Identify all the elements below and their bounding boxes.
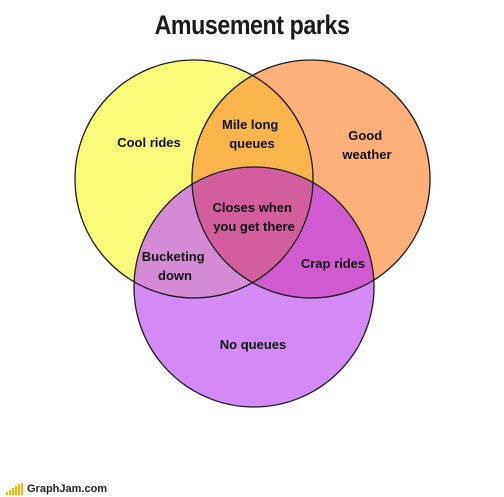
outline-good-weather — [191, 59, 431, 299]
label-no-queues: No queues — [220, 337, 286, 352]
footer-watermark: GraphJam.com — [6, 481, 107, 495]
outline-no-queues — [133, 166, 375, 408]
label-good-weather: Good weather — [341, 128, 391, 162]
label-crap-rides: Crap rides — [301, 256, 365, 271]
circle-outlines — [74, 59, 431, 408]
label-mile-long-queues: Mile long queues — [222, 117, 282, 151]
label-closes-when-you-get-there: Closes when you get there — [212, 200, 295, 234]
graphjam-bars-icon — [6, 483, 23, 495]
outline-cool-rides — [74, 59, 314, 299]
footer-site-name: GraphJam.com — [27, 483, 108, 495]
label-cool-rides: Cool rides — [117, 135, 181, 150]
label-bucketing-down: Bucketing down — [142, 249, 208, 283]
diagram-title: Amusement parks — [154, 10, 350, 40]
